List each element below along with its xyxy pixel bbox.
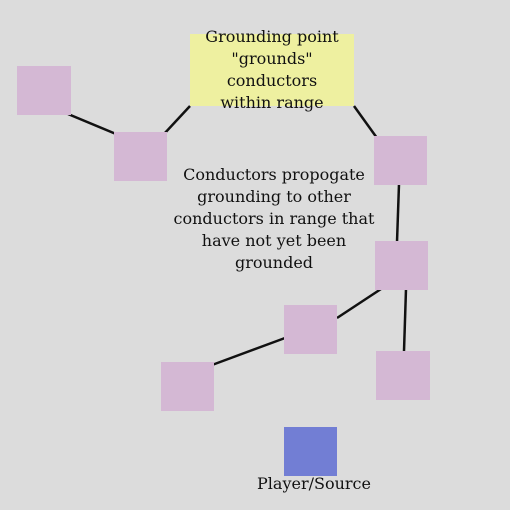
link-conductor-to-grounding-point: [163, 105, 191, 135]
conductor-node-center: [284, 305, 337, 354]
grounding-point-label: Grounding point "grounds" conductors wit…: [205, 27, 339, 112]
player-source-label: Player/Source: [257, 474, 371, 493]
link-right-middle-to-center: [336, 287, 382, 320]
conductor-node-bottom-left: [161, 362, 214, 411]
grounding-point-node: Grounding point "grounds" conductors wit…: [190, 27, 354, 112]
conductor-node-top-left: [17, 66, 71, 115]
conductor-node-right-upper: [374, 136, 427, 185]
conductor-node-right-middle: [375, 241, 428, 290]
conductor-node-bottom-right: [376, 351, 430, 400]
conductor-node-upper-left: [114, 132, 167, 181]
link-left-conductors: [67, 112, 117, 136]
link-center-to-bottom-left: [211, 336, 286, 367]
player-source-node: [284, 427, 337, 476]
propagation-note: Conductors propogate grounding to other …: [173, 165, 375, 272]
link-right-middle-to-bottom-right: [402, 288, 408, 352]
link-right-upper-to-right-middle: [395, 183, 401, 243]
link-grounding-point-to-conductor: [352, 105, 379, 139]
